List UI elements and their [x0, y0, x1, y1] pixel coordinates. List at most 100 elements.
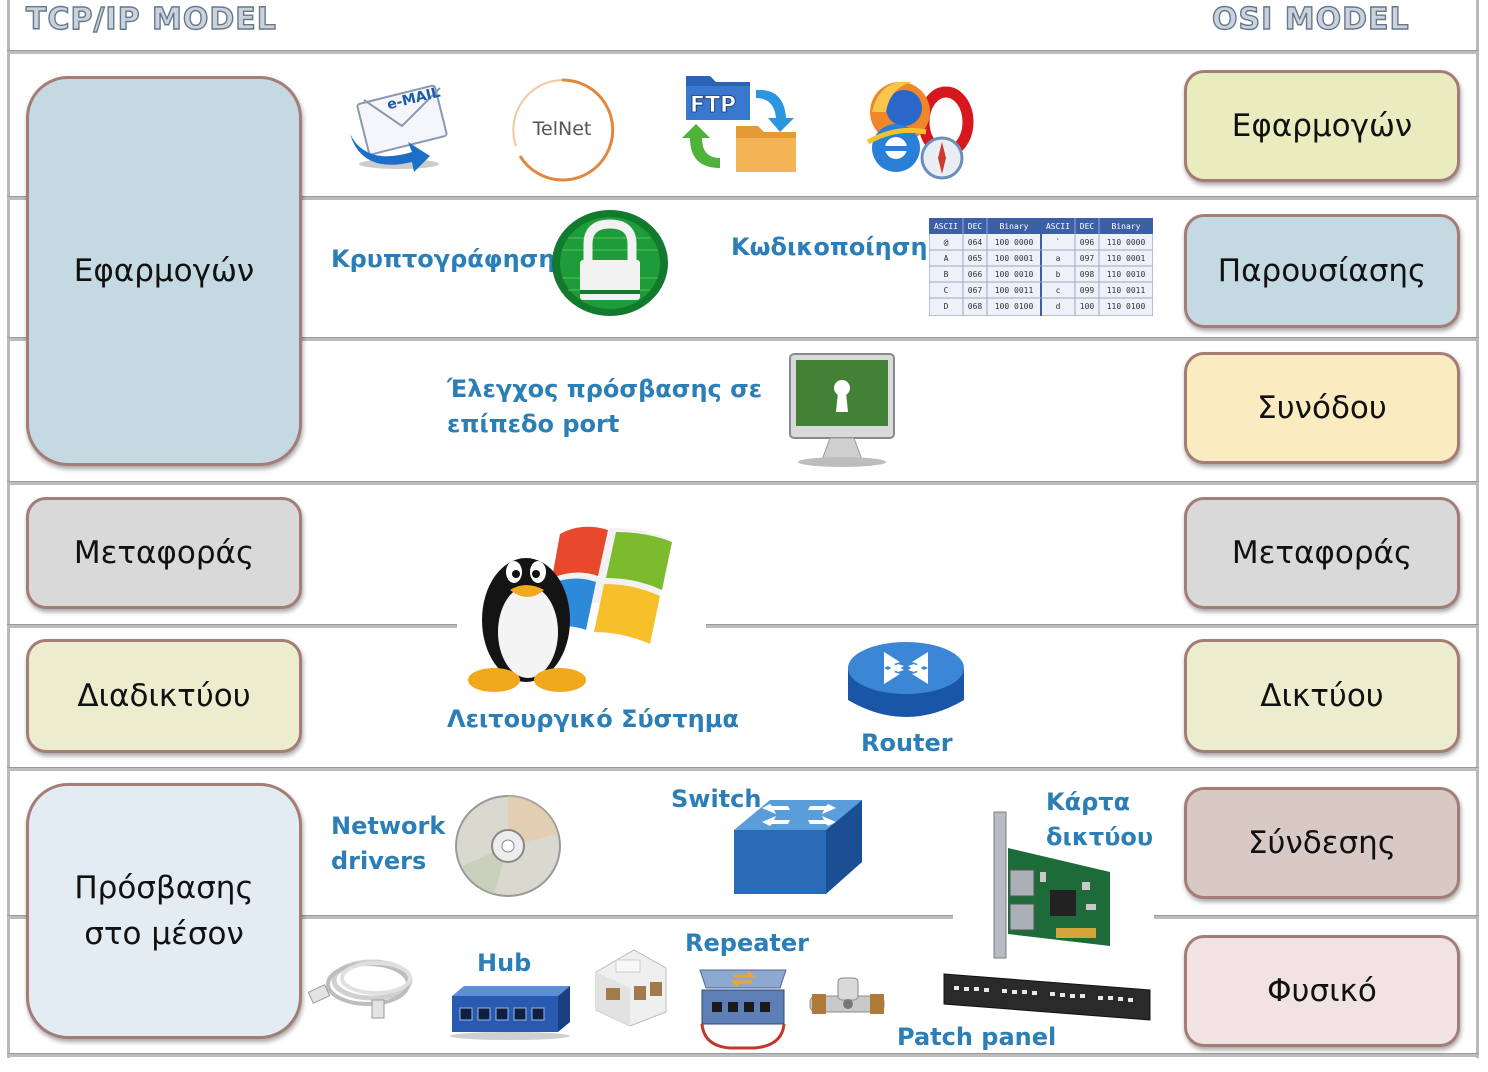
- operating-system-icon: [468, 526, 672, 692]
- ascii-hdr-0: ASCII: [934, 222, 958, 231]
- telnet-text: TelNet: [532, 118, 592, 140]
- osi-session-box: Συνόδου: [1184, 352, 1460, 464]
- ascii-cell: D: [944, 302, 949, 311]
- osi-network-label: Δικτύου: [1260, 678, 1384, 714]
- ftp-text: FTP: [690, 93, 736, 118]
- ascii-cell: c: [1056, 286, 1061, 295]
- ascii-cell: B: [944, 270, 949, 279]
- ascii-cell: 097: [1080, 254, 1095, 263]
- ascii-cell: 067: [968, 286, 983, 295]
- network-drivers-label: Network drivers: [331, 812, 446, 875]
- ascii-cell: 100 0000: [995, 238, 1034, 247]
- tcpip-application-box: Εφαρμογών: [26, 76, 302, 466]
- osi-datalink-box: Σύνδεσης: [1184, 787, 1460, 899]
- network-card-icon: [993, 811, 1110, 959]
- ascii-cell: 096: [1080, 238, 1095, 247]
- ascii-table: ASCII DEC Binary ASCII DEC Binary @064 10…: [929, 218, 1153, 316]
- osi-presentation-box: Παρουσίασης: [1184, 214, 1460, 328]
- repeater-icon: [699, 969, 787, 1050]
- ethernet-cable-icon: [307, 959, 413, 1019]
- ascii-cell: @: [944, 238, 949, 247]
- cd-disc-icon: [455, 795, 561, 897]
- osi-network-box: Δικτύου: [1184, 639, 1460, 753]
- ascii-cell: C: [944, 286, 949, 295]
- ascii-cell: 100: [1080, 302, 1095, 311]
- email-icon: e-MAIL: [350, 85, 448, 172]
- divider-sess-trans: [7, 481, 1479, 485]
- ascii-cell: d: [1056, 302, 1061, 311]
- hub-icon: [450, 986, 570, 1040]
- ascii-cell: 110 0010: [1107, 270, 1146, 279]
- ascii-cell: 098: [1080, 270, 1095, 279]
- lock-icon: [552, 210, 668, 316]
- ascii-hdr-5: Binary: [1112, 222, 1141, 231]
- ascii-cell: 110 0000: [1107, 238, 1146, 247]
- ascii-hdr-1: DEC: [968, 222, 983, 231]
- repeater-label: Repeater: [685, 929, 809, 957]
- frame-right: [1476, 0, 1479, 1058]
- tcpip-model-title: TCP/IP MODEL: [25, 1, 277, 37]
- ascii-cell: `: [1056, 237, 1061, 247]
- ascii-cell: 110 0001: [1107, 254, 1146, 263]
- tcpip-application-label: Εφαρμογών: [73, 253, 255, 289]
- divider-bottom: [7, 1053, 1479, 1057]
- ascii-cell: 066: [968, 270, 983, 279]
- browsers-icon: [866, 81, 974, 180]
- tcpip-transport-box: Μεταφοράς: [26, 497, 302, 609]
- encryption-label: Κρυπτογράφηση: [331, 245, 556, 273]
- divider-net-link: [7, 767, 1479, 771]
- patch-panel-icon: [943, 973, 1151, 1021]
- tcpip-access-box: Πρόσβασης στο μέσον: [26, 783, 302, 1039]
- osi-session-label: Συνόδου: [1257, 390, 1387, 426]
- tcpip-transport-label: Μεταφοράς: [73, 535, 255, 571]
- osi-physical-box: Φυσικό: [1184, 935, 1460, 1047]
- divider-link-phys-right: [1154, 915, 1479, 919]
- switch-label: Switch: [671, 785, 762, 813]
- ascii-cell: 100 0001: [995, 254, 1034, 263]
- telnet-icon: TelNet: [512, 78, 615, 182]
- switch-icon: [734, 800, 862, 894]
- osi-model-title: OSI MODEL: [1211, 1, 1410, 37]
- ascii-cell: 065: [968, 254, 983, 263]
- frame-left: [7, 0, 10, 1058]
- ascii-hdr-3: ASCII: [1046, 222, 1070, 231]
- osi-datalink-label: Σύνδεσης: [1247, 825, 1397, 861]
- ftp-folder-icon: FTP: [682, 76, 796, 172]
- osi-application-box: Εφαρμογών: [1184, 70, 1460, 182]
- divider-link-phys-left: [7, 915, 953, 919]
- ascii-cell: 100 0100: [995, 302, 1034, 311]
- nic-label: Κάρτα δικτύου: [1046, 788, 1154, 851]
- osi-transport-label: Μεταφοράς: [1231, 535, 1413, 571]
- router-label: Router: [861, 729, 953, 757]
- secure-monitor-icon: [789, 353, 895, 467]
- ascii-cell: A: [944, 254, 949, 263]
- divider-pres-sess: [7, 337, 1479, 341]
- ascii-hdr-2: Binary: [1000, 222, 1029, 231]
- ascii-cell: 110 0011: [1107, 286, 1146, 295]
- osi-physical-label: Φυσικό: [1267, 973, 1377, 1009]
- osi-transport-box: Μεταφοράς: [1184, 497, 1460, 609]
- tcpip-internet-label: Διαδικτύου: [77, 678, 251, 714]
- ascii-cell: a: [1056, 254, 1061, 263]
- ascii-cell: b: [1056, 270, 1061, 279]
- divider-top: [7, 50, 1479, 54]
- divider-app-pres: [7, 196, 1479, 200]
- tcpip-access-label: Πρόσβασης στο μέσον: [74, 870, 254, 952]
- ascii-cell: 110 0100: [1107, 302, 1146, 311]
- ascii-cell: 100 0011: [995, 286, 1034, 295]
- router-icon: [848, 642, 964, 717]
- tcpip-internet-box: Διαδικτύου: [26, 639, 302, 753]
- patch-panel-label: Patch panel: [897, 1023, 1057, 1051]
- ascii-cell: 100 0010: [995, 270, 1034, 279]
- osi-presentation-label: Παρουσίασης: [1217, 253, 1427, 289]
- ascii-cell: 064: [968, 238, 983, 247]
- rj45-splitter-icon: [595, 949, 667, 1027]
- divider-trans-net-left: [7, 624, 457, 628]
- ascii-hdr-4: DEC: [1080, 222, 1095, 231]
- os-label: Λειτουργικό Σύστημα: [447, 705, 739, 733]
- bnc-tconnector-icon: [809, 977, 885, 1014]
- encoding-label: Κωδικοποίηση: [731, 233, 928, 261]
- port-access-label: Έλεγχος πρόσβασης σε επίπεδο port: [447, 375, 763, 438]
- ascii-cell: 068: [968, 302, 983, 311]
- osi-application-label: Εφαρμογών: [1231, 108, 1413, 144]
